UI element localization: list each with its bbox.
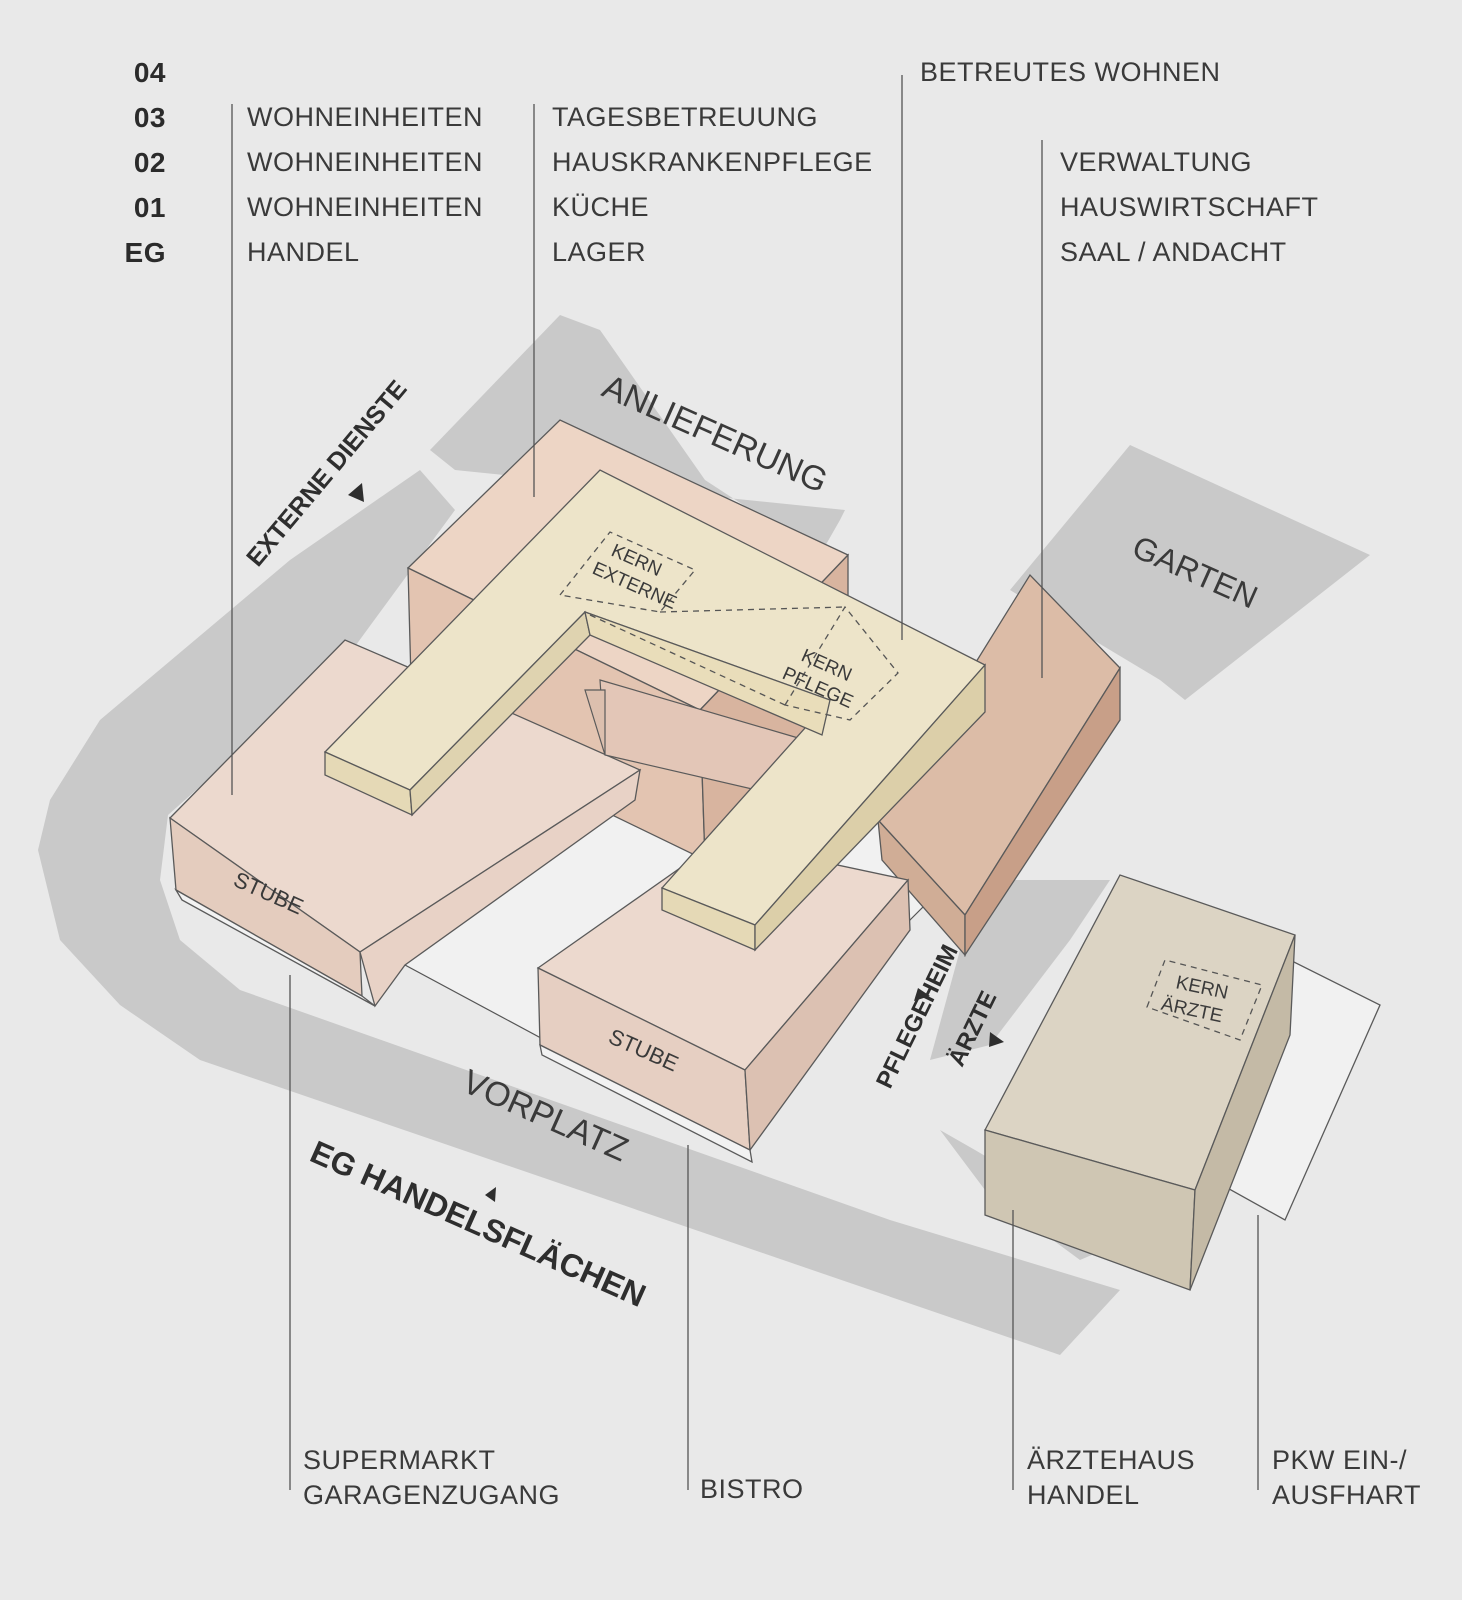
use-03-left: WOHNEINHEITEN (247, 102, 483, 132)
direction-arrows (348, 483, 1004, 1202)
arrow-down-icon (989, 1032, 1004, 1047)
supermarkt-line-2: GARAGENZUGANG (303, 1480, 561, 1510)
use-02-mid: HAUSKRANKENPFLEGE (552, 147, 873, 177)
arrow-up-icon-2 (914, 988, 930, 1001)
use-02-left: WOHNEINHEITEN (247, 147, 483, 177)
use-01-mid: KÜCHE (552, 192, 650, 222)
arrow-down-right-icon (348, 483, 364, 502)
aerztehaus-line-2: HANDEL (1027, 1480, 1140, 1510)
aerztehaus-line-1: ÄRZTEHAUS (1027, 1445, 1196, 1475)
leader-lines (231, 75, 1259, 1490)
use-01-right: HAUSWIRTSCHAFT (1060, 192, 1319, 222)
floor-04: 04 (133, 57, 166, 88)
floor-03: 03 (133, 102, 166, 133)
use-02-right: VERWALTUNG (1060, 147, 1253, 177)
upper-u-block (323, 469, 987, 952)
inner-court (584, 679, 806, 801)
use-01-left: WOHNEINHEITEN (247, 192, 483, 222)
use-eg-mid: LAGER (552, 237, 647, 267)
south-wing (536, 839, 911, 1164)
pkw-line-2: AUSFHART (1272, 1480, 1422, 1510)
arrow-up-icon (485, 1187, 496, 1202)
floor-eg: EG (124, 237, 166, 268)
use-eg-right: SAAL / ANDACHT (1060, 237, 1287, 267)
pkw-line-1: PKW EIN-/ (1272, 1445, 1408, 1475)
supermarkt-line-1: SUPERMARKT (303, 1445, 496, 1475)
betreutes-wohnen-label: BETREUTES WOHNEN (920, 57, 1221, 87)
doctors-house (984, 874, 1381, 1291)
use-03-mid: TAGESBETREUUNG (552, 102, 819, 132)
use-eg-left: HANDEL (247, 237, 360, 267)
bistro-label: BISTRO (700, 1474, 804, 1504)
east-block (877, 573, 1121, 958)
floor-02: 02 (133, 147, 166, 178)
kern-boxes (558, 531, 1263, 1041)
floor-01: 01 (133, 192, 166, 223)
